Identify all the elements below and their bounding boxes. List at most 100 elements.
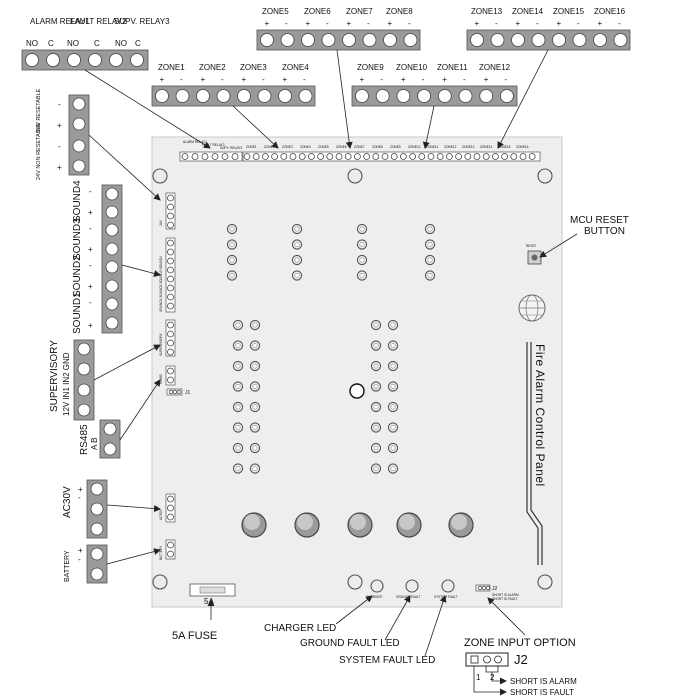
polarity-mark: - xyxy=(577,19,580,28)
status-led-core xyxy=(252,404,258,410)
terminal-screw xyxy=(417,89,432,103)
terminal-screw xyxy=(342,33,356,47)
polarity-mark: - xyxy=(463,75,466,84)
j2-pin1-label: 1 xyxy=(476,673,481,682)
polarity-mark: + xyxy=(475,19,480,28)
reset-button: RESET xyxy=(526,244,542,265)
terminal-screw xyxy=(572,33,587,47)
status-led-core xyxy=(252,342,258,348)
zone-led-core xyxy=(294,257,300,263)
status-led-core xyxy=(390,424,396,430)
board-system-fault-label: SYSTEM FAULT xyxy=(434,595,458,599)
globe-icon xyxy=(518,294,546,322)
zone3-label: ZONE3 xyxy=(240,63,267,72)
polarity-mark: + xyxy=(360,75,365,84)
zone10-label: ZONE10 xyxy=(396,63,428,72)
relay-terminal-block: ALARM RELAY1 FAULT RELAY2 SUPV. RELAY3 N… xyxy=(21,17,170,71)
polarity-mark: + xyxy=(442,75,447,84)
status-led-core xyxy=(252,322,258,328)
terminal-screw xyxy=(464,153,472,160)
s2-plus: + xyxy=(88,282,93,291)
terminal-screw xyxy=(301,33,315,47)
board-leds: CHARGER GROUND FAULT SYSTEM FAULT xyxy=(366,579,458,599)
status-led-core xyxy=(252,465,258,471)
terminal-screw xyxy=(280,33,295,47)
board-ac30v-header: AC30V xyxy=(159,493,176,523)
terminal-screw xyxy=(196,89,210,103)
terminal-screw xyxy=(321,33,336,47)
status-led-core xyxy=(390,404,396,410)
s3-plus: + xyxy=(88,245,93,254)
battery-label: BATTERY xyxy=(64,550,71,582)
status-led-core xyxy=(373,424,379,430)
status-led-core xyxy=(390,383,396,389)
24v-plus-label: + xyxy=(57,121,62,130)
zone-polarity-marks: +-+-+-+-+-+-+-+-+-+-+-+-+-+-+-+- xyxy=(160,19,622,84)
mounting-hole xyxy=(347,574,363,590)
system-fault-led-label: SYSTEM FAULT LED xyxy=(339,655,435,666)
s1-minus: - xyxy=(89,298,92,307)
leader-lines xyxy=(84,49,578,657)
relay2-no-label: NO xyxy=(67,39,79,48)
terminal-screw xyxy=(593,33,607,47)
terminal-screw xyxy=(307,153,315,160)
terminal-screw xyxy=(109,53,123,67)
zone-led-core xyxy=(229,242,235,248)
terminal-screw xyxy=(501,153,509,160)
relay2-c-label: C xyxy=(94,39,100,48)
board-supervisory-label: SUPERVISORY xyxy=(159,332,163,356)
terminal-screw xyxy=(261,153,269,160)
terminal-screw xyxy=(499,89,514,103)
board-24v-header: 24V xyxy=(159,192,176,230)
mounting-hole xyxy=(152,574,168,590)
status-led-core xyxy=(252,363,258,369)
zone-led-core xyxy=(427,226,433,232)
terminal-screw xyxy=(490,33,505,47)
terminal-screw xyxy=(237,89,251,103)
polarity-mark: - xyxy=(504,75,507,84)
zone9-label: ZONE9 xyxy=(357,63,384,72)
polarity-mark: + xyxy=(484,75,489,84)
terminal-screw xyxy=(613,33,628,47)
zone7-label: ZONE7 xyxy=(346,7,373,16)
status-led-core xyxy=(235,363,241,369)
zone-led-core xyxy=(229,257,235,263)
fuse-label: 5A FUSE xyxy=(172,630,217,642)
bat-plus: + xyxy=(78,546,83,555)
polarity-mark: + xyxy=(401,75,406,84)
terminal-screw xyxy=(105,297,119,311)
board-zone15-label: ZONE15 xyxy=(498,145,511,149)
relay1-c-label: C xyxy=(48,39,54,48)
zone-led-core xyxy=(359,242,365,248)
board-zone9-label: ZONE9 xyxy=(390,145,401,149)
status-led-core xyxy=(390,322,396,328)
terminal-screw xyxy=(252,153,260,160)
24vn-minus-label: - xyxy=(58,142,61,151)
polarity-mark: + xyxy=(160,75,165,84)
terminal-screw xyxy=(105,223,119,237)
polarity-mark: + xyxy=(242,75,247,84)
terminal-screw xyxy=(105,260,119,274)
terminal-screw xyxy=(409,153,417,160)
ac-minus: - xyxy=(78,493,81,502)
round-button-highlight xyxy=(350,514,366,530)
board-charger-label: CHARGER xyxy=(366,595,383,599)
sound1-label: SOUND1 xyxy=(72,292,83,334)
terminal-screw xyxy=(105,279,119,293)
zone-input-option-label: ZONE INPUT OPTION xyxy=(464,637,576,649)
board-sound-header: SOUND1 SOUND2 SOUND3 SOUND4 xyxy=(159,237,176,313)
terminal-screw xyxy=(46,53,60,67)
terminal-screw xyxy=(399,153,407,160)
jumper-j1: J1 xyxy=(166,388,191,396)
polarity-mark: + xyxy=(347,19,352,28)
terminal-screw xyxy=(470,33,484,47)
status-led-core xyxy=(373,342,379,348)
zone5-8-terminal-block xyxy=(256,29,421,51)
zone-led-core xyxy=(427,257,433,263)
terminal-screw xyxy=(260,33,274,47)
zone-led-core xyxy=(294,242,300,248)
board-short-fault-label: SHORT IS FAULT xyxy=(492,597,518,601)
board-rs485-label: RS485 xyxy=(159,374,163,384)
mcu-reset-button-label: BUTTON xyxy=(584,226,625,237)
mcu-reset-label: MCU RESET xyxy=(570,215,629,226)
